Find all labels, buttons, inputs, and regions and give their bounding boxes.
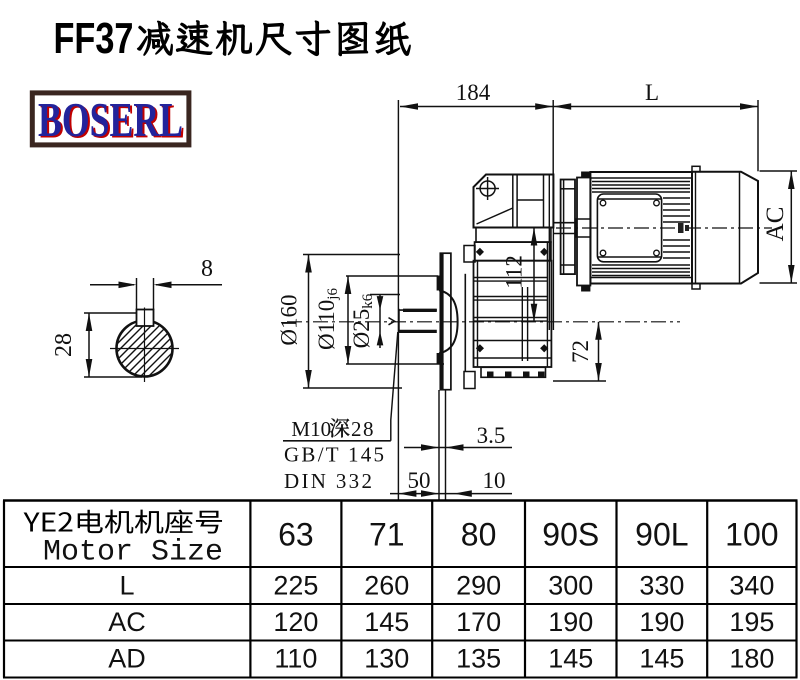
- svg-text:GB/T 145: GB/T 145: [284, 443, 384, 467]
- svg-text:190: 190: [548, 607, 593, 637]
- svg-text:190: 190: [639, 607, 684, 637]
- svg-text:80: 80: [461, 517, 497, 553]
- svg-text:BOSERL: BOSERL: [38, 92, 183, 147]
- svg-text:72: 72: [568, 340, 593, 363]
- svg-text:110: 110: [274, 644, 317, 674]
- svg-text:180: 180: [729, 644, 774, 674]
- svg-text:100: 100: [725, 517, 778, 553]
- svg-text:63: 63: [278, 517, 314, 553]
- svg-text:120: 120: [273, 607, 318, 637]
- svg-text:28: 28: [351, 417, 375, 441]
- svg-text:170: 170: [456, 607, 501, 637]
- svg-text:L: L: [645, 80, 659, 105]
- svg-text:10: 10: [483, 468, 506, 493]
- svg-text:AC: AC: [108, 607, 146, 637]
- svg-text:M10: M10: [291, 417, 331, 441]
- svg-text:290: 290: [456, 571, 501, 601]
- svg-text:330: 330: [639, 571, 684, 601]
- svg-text:AD: AD: [108, 644, 146, 674]
- svg-text:71: 71: [369, 517, 405, 553]
- svg-text:Ø110j6: Ø110j6: [314, 288, 341, 350]
- svg-text:L: L: [119, 571, 134, 601]
- svg-text:90L: 90L: [635, 517, 688, 553]
- svg-text:135: 135: [456, 644, 501, 674]
- svg-text:DIN 332: DIN 332: [284, 469, 372, 493]
- svg-text:145: 145: [364, 607, 409, 637]
- svg-text:300: 300: [548, 571, 593, 601]
- svg-text:90S: 90S: [542, 517, 599, 553]
- svg-text:145: 145: [639, 644, 684, 674]
- svg-text:260: 260: [364, 571, 409, 601]
- svg-text:Ø160: Ø160: [277, 294, 302, 345]
- svg-text:340: 340: [729, 571, 774, 601]
- svg-text:3.5: 3.5: [477, 423, 506, 448]
- svg-text:AC: AC: [762, 207, 789, 242]
- svg-text:225: 225: [273, 571, 318, 601]
- svg-text:145: 145: [548, 644, 593, 674]
- svg-text:184: 184: [456, 80, 491, 105]
- svg-text:130: 130: [364, 644, 409, 674]
- svg-text:FF37: FF37: [54, 14, 134, 63]
- svg-text:195: 195: [729, 607, 774, 637]
- svg-text:Ø25k6: Ø25k6: [349, 293, 376, 348]
- svg-text:50: 50: [408, 468, 431, 493]
- svg-text:Motor Size: Motor Size: [43, 536, 223, 570]
- svg-text:112: 112: [502, 255, 527, 289]
- svg-text:BOSERL: BOSERL: [40, 93, 185, 148]
- svg-text:28: 28: [51, 333, 77, 357]
- svg-text:8: 8: [201, 256, 213, 282]
